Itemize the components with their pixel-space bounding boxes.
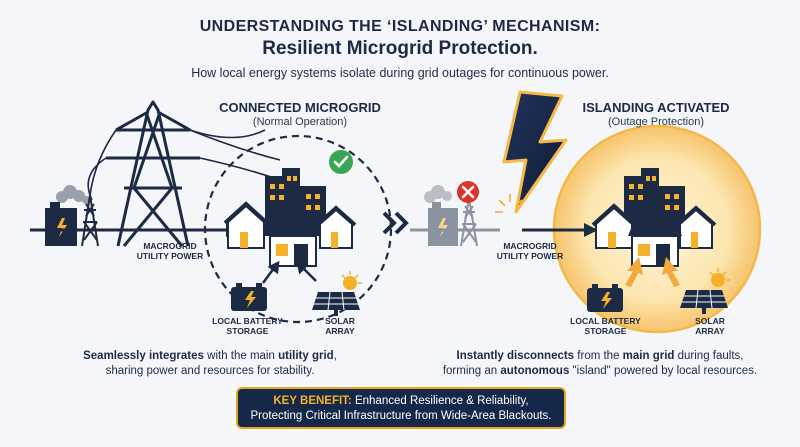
power-lines — [87, 129, 281, 201]
battery-icon-right — [587, 284, 623, 312]
smoke-icon-right — [424, 185, 452, 203]
key-benefit-line-1: Enhanced Resilience & Reliability, — [351, 395, 529, 407]
solar-panel-icon-right — [680, 268, 730, 314]
lightning-bolt-icon — [502, 90, 568, 214]
local-flow-arrows — [261, 260, 317, 284]
smoke-icon — [56, 185, 90, 204]
left-panel-description: Seamlessly integrates with the main util… — [83, 350, 337, 377]
small-pylon-icon-right — [460, 197, 478, 247]
left-panel-heading: CONNECTED MICROGRID — [219, 100, 381, 115]
key-benefit-label: KEY BENEFIT: — [273, 395, 352, 407]
island-feed-arrow — [522, 223, 598, 237]
spark-icon — [495, 194, 523, 213]
right-panel-heading: ISLANDING ACTIVATED — [582, 100, 730, 115]
subtitle: How local energy systems isolate during … — [191, 66, 609, 80]
right-panel-description: Instantly disconnects from the main grid… — [442, 350, 758, 377]
key-benefit-box: KEY BENEFIT: Enhanced Resilience & Relia… — [236, 387, 566, 429]
title-line-2: Resilient Microgrid Protection. — [262, 38, 538, 59]
power-plant-icon — [45, 202, 77, 246]
community-buildings-icon-right — [591, 168, 717, 267]
power-plant-icon-right — [428, 202, 458, 246]
left-panel-caption: (Normal Operation) — [252, 116, 348, 128]
community-buildings-icon — [223, 168, 357, 267]
transmission-tower-icon — [106, 100, 200, 247]
key-benefit-line-2: Protecting Critical Infrastructure from … — [250, 410, 552, 422]
fault-x-icon — [457, 181, 479, 203]
battery-icon — [231, 283, 267, 311]
check-icon — [329, 150, 353, 174]
local-flow-arrows-right — [625, 257, 680, 287]
microgrid-boundary — [203, 134, 393, 324]
right-panel-caption: (Outage Protection) — [608, 116, 704, 128]
solar-panel-icon — [312, 271, 362, 316]
title-line-1: UNDERSTANDING THE ‘ISLANDING’ MECHANISM: — [199, 18, 601, 35]
transition-chevron-icon — [382, 211, 409, 235]
